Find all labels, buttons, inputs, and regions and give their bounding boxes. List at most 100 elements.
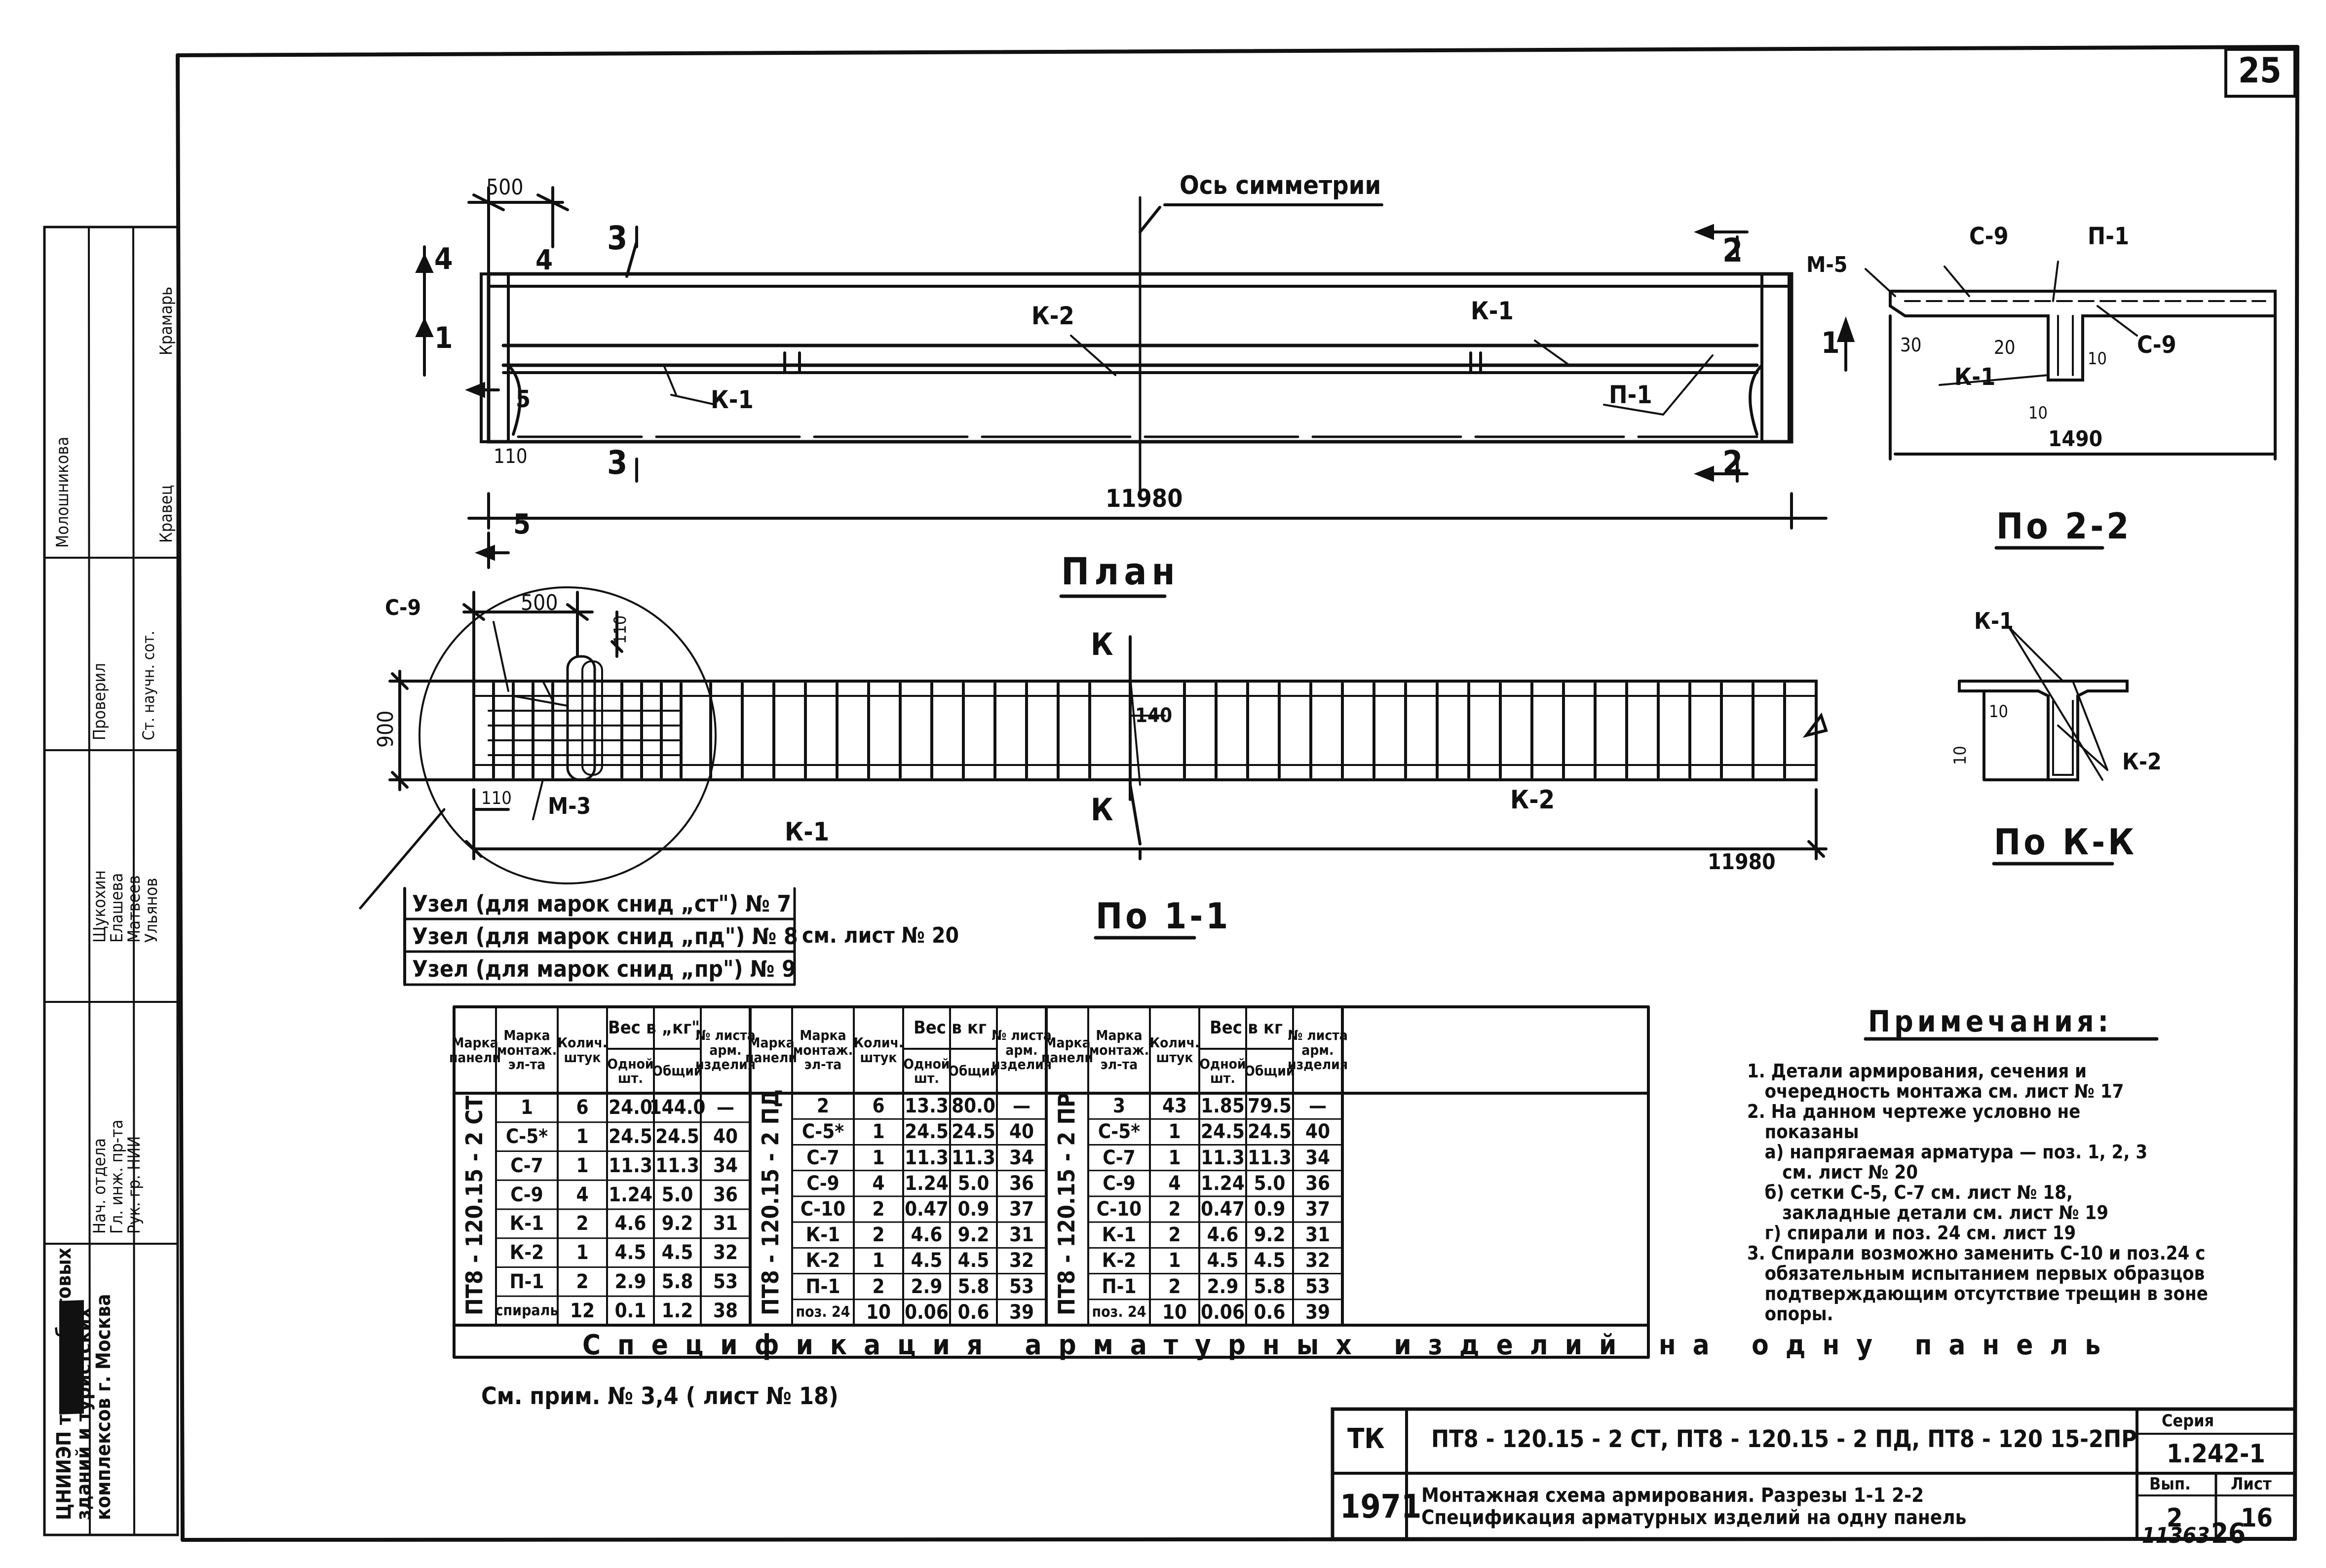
table-cell: 37 bbox=[1009, 1197, 1034, 1221]
table-cell: — bbox=[1309, 1095, 1327, 1118]
table-cell: — bbox=[717, 1096, 734, 1119]
table-cell: 53 bbox=[1009, 1275, 1034, 1298]
s11-dim-110-hook: 110 bbox=[610, 615, 630, 644]
header-sheet: № листа арм. изделия bbox=[695, 1027, 756, 1073]
table-cell: 4.5 bbox=[1254, 1249, 1286, 1272]
table-cell: 40 bbox=[1305, 1120, 1331, 1144]
table-cell: 4 bbox=[872, 1172, 885, 1195]
table-cell: 39 bbox=[1305, 1300, 1331, 1324]
s11-label-k-top: К bbox=[1091, 626, 1113, 662]
side-role-1: Гл. инж. пр-та bbox=[107, 1119, 127, 1234]
table-cell: 11.3 bbox=[905, 1146, 949, 1169]
table-cell: 5.0 bbox=[1254, 1172, 1286, 1195]
s11-dim-11980: 11980 bbox=[1708, 849, 1776, 875]
kk-dim-10b: 10 bbox=[1950, 746, 1970, 765]
header-weight-one: Одной шт. bbox=[903, 1055, 950, 1086]
table-cell: 12 bbox=[570, 1299, 595, 1322]
table-cell: 2 bbox=[1168, 1197, 1181, 1221]
plan-section-mark-1: 1 bbox=[434, 321, 453, 355]
table-cell: 9.2 bbox=[957, 1224, 990, 1247]
panel-mark: ПТ8 - 120.15 - 2 СТ bbox=[461, 1095, 488, 1315]
plan-dim-500: 500 bbox=[486, 175, 524, 200]
table-cell: С-9 bbox=[1103, 1172, 1136, 1195]
table-cell: 1.24 bbox=[905, 1172, 949, 1195]
header-panel: Марка панели bbox=[745, 1034, 797, 1066]
note-line: 2. На данном чертеже условно не bbox=[1747, 1101, 2081, 1122]
plan-label-k1-left: К-1 bbox=[711, 385, 754, 414]
table-cell: 4.6 bbox=[1207, 1224, 1239, 1247]
notes-list: 1. Детали армирования, сечения и очередн… bbox=[1747, 1061, 2208, 1324]
table-cell: 0.47 bbox=[905, 1197, 949, 1221]
stamp-sheet: 16 bbox=[2241, 1503, 2273, 1533]
note-line: г) спирали и поз. 24 см. лист 19 bbox=[1747, 1222, 2076, 1244]
table-cell: 1 bbox=[872, 1146, 885, 1169]
table-cell: 43 bbox=[1162, 1095, 1187, 1118]
header-panel: Марка панели bbox=[449, 1034, 501, 1066]
s11-dim-900: 900 bbox=[373, 710, 398, 748]
note-line: закладные детали см. лист № 19 bbox=[1747, 1202, 2109, 1224]
inventory-number: 11363 bbox=[2142, 1523, 2210, 1548]
note-line: б) сетки С-5, С-7 см. лист № 18, bbox=[1747, 1182, 2073, 1203]
table-cell: 79.5 bbox=[1248, 1095, 1292, 1118]
table-cell: 0.9 bbox=[957, 1197, 990, 1221]
table-cell: 36 bbox=[1009, 1172, 1034, 1195]
table-cell: 5.0 bbox=[957, 1172, 990, 1195]
s11-dim-500: 500 bbox=[521, 590, 558, 615]
table-cell: 0.6 bbox=[1254, 1300, 1286, 1324]
side-name-6: Крамарь bbox=[156, 286, 176, 355]
node-row-st: Узел (для марок снид „ст") № 7 bbox=[412, 890, 792, 917]
node-row-pr: Узел (для марок снид „пр") № 9 bbox=[412, 956, 796, 982]
table-cell: — bbox=[1013, 1095, 1030, 1118]
stamp-issue-label: Вып. bbox=[2149, 1474, 2191, 1494]
table-cell: 53 bbox=[1305, 1275, 1331, 1298]
plan-section-mark-5-bottom: 5 bbox=[513, 508, 531, 540]
table-cell: С-7 bbox=[510, 1154, 543, 1177]
table-cell: 5.8 bbox=[957, 1275, 990, 1298]
table-cell: 10 bbox=[866, 1300, 891, 1324]
side-name-3: Ульянов bbox=[142, 878, 161, 943]
s11-label-k1: К-1 bbox=[785, 817, 830, 847]
header-element: Марка монтаж. эл-та bbox=[793, 1027, 853, 1073]
table-cell: 39 bbox=[1009, 1300, 1034, 1324]
table-cell: 1 bbox=[576, 1125, 589, 1148]
table-cell: 2.9 bbox=[1207, 1275, 1239, 1298]
note-line: подтверждающим отсутствие трещин в зоне bbox=[1747, 1283, 2208, 1304]
table-cell: 4.6 bbox=[911, 1224, 943, 1247]
header-weight: Вес в кг bbox=[1210, 1017, 1283, 1038]
s22-dim-30: 30 bbox=[1900, 334, 1922, 356]
s22-dim-10b: 10 bbox=[2028, 403, 2048, 423]
table-cell: спираль bbox=[495, 1301, 559, 1319]
side-name-1: Елашева bbox=[107, 873, 127, 943]
stamp-year: 1971 bbox=[1340, 1488, 1422, 1526]
table-cell: 1 bbox=[872, 1120, 885, 1144]
spec-title: Спецификация арматурных изделий на одну … bbox=[582, 1329, 2118, 1361]
table-cell: 4.5 bbox=[614, 1241, 647, 1264]
table-cell: 24.5 bbox=[609, 1125, 652, 1148]
plan-label-k2: К-2 bbox=[1031, 302, 1074, 330]
table-cell: поз. 24 bbox=[796, 1303, 850, 1321]
table-cell: 144.0 bbox=[649, 1096, 706, 1119]
s22-label-c9-right: С-9 bbox=[2137, 331, 2176, 359]
header-weight-total: Общий bbox=[948, 1063, 999, 1079]
s11-label-m3: М-3 bbox=[548, 793, 591, 819]
table-cell: 2 bbox=[872, 1275, 885, 1298]
table-cell: П-1 bbox=[1102, 1275, 1137, 1298]
header-weight-one: Одной шт. bbox=[607, 1055, 654, 1086]
plan-section-mark-2-bottom: 2 bbox=[1722, 444, 1743, 482]
plan-dim-11980: 11980 bbox=[1106, 484, 1183, 513]
table-cell: 2 bbox=[872, 1224, 885, 1247]
table-cell: 2 bbox=[1168, 1224, 1181, 1247]
symmetry-axis-label: Ось симметрии bbox=[1180, 171, 1381, 200]
note-line: очередность монтажа см. лист № 17 bbox=[1747, 1080, 2124, 1102]
stamp-issue: 2 bbox=[2167, 1503, 2183, 1533]
s22-label-m5: М-5 bbox=[1806, 252, 1848, 277]
table-cell: 3 bbox=[1112, 1095, 1126, 1118]
note-line: см. лист № 20 bbox=[1747, 1161, 1918, 1183]
table-cell: 34 bbox=[1009, 1146, 1034, 1169]
table-cell: 40 bbox=[713, 1125, 738, 1148]
table-cell: С-5* bbox=[505, 1125, 548, 1148]
s22-label-k1: К-1 bbox=[1954, 363, 1996, 391]
table-cell: 6 bbox=[576, 1096, 589, 1119]
side-role-3: Проверил bbox=[90, 663, 110, 740]
